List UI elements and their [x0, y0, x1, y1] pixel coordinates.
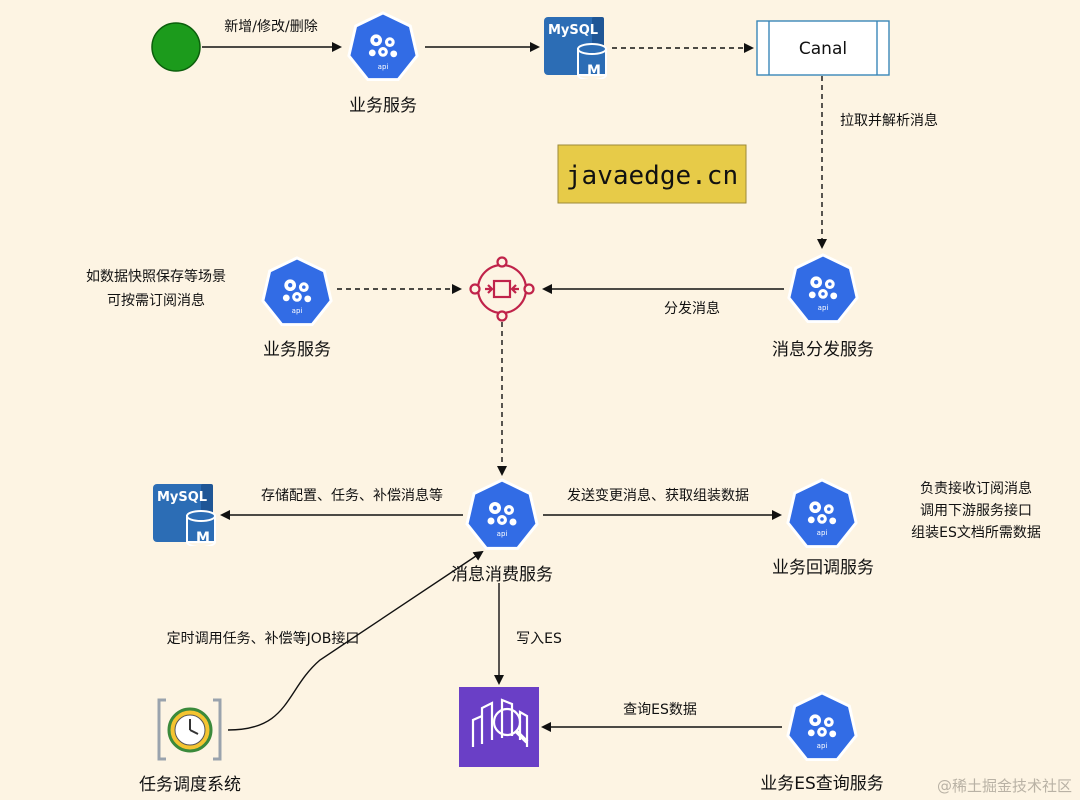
- kubernetes-api-icon: [465, 478, 539, 550]
- edge-label-pull-parse: 拉取并解析消息: [840, 112, 938, 129]
- api-label: api: [818, 304, 829, 312]
- mysql-top: MySQL M: [542, 17, 608, 79]
- callback-note-line-3: 组装ES文档所需数据: [911, 525, 1041, 541]
- canal-queue: Canal: [756, 20, 890, 76]
- brand-box: javaedge.cn: [557, 144, 747, 204]
- dispatch-service: api 消息分发服务: [772, 253, 874, 360]
- biz-service-top: api 业务服务: [347, 11, 419, 116]
- edge-scheduler-to-consume: [227, 550, 484, 731]
- biz-service-left-label: 业务服务: [263, 340, 331, 360]
- start-circle-icon: [151, 22, 201, 72]
- edge-label-dispatch: 分发消息: [664, 300, 720, 317]
- watermark: @稀土掘金技术社区: [937, 777, 1072, 795]
- api-label: api: [378, 63, 389, 71]
- canal-label: Canal: [799, 39, 847, 59]
- canal-queue-icon: [756, 20, 890, 76]
- scheduler-label: 任务调度系统: [139, 775, 241, 795]
- mysql-badge: M: [587, 63, 601, 79]
- dispatch-service-label: 消息分发服务: [772, 340, 874, 360]
- biz-service-top-label: 业务服务: [349, 96, 417, 116]
- edge-label-write-es: 写入ES: [516, 631, 562, 647]
- callback-note-line-1: 负责接收订阅消息: [920, 480, 1032, 497]
- callback-note-line-2: 调用下游服务接口: [920, 502, 1032, 519]
- edge-label-send-change: 发送变更消息、获取组装数据: [567, 487, 749, 504]
- api-label: api: [817, 742, 828, 750]
- mysql-left: MySQL M: [151, 484, 217, 546]
- callback-service-label: 业务回调服务: [772, 558, 874, 578]
- edge-label-subscribe-2: 可按需订阅消息: [107, 292, 205, 309]
- scheduler: 任务调度系统: [139, 698, 241, 795]
- es-query-service-label: 业务ES查询服务: [760, 774, 884, 794]
- callback-note: 负责接收订阅消息 调用下游服务接口 组装ES文档所需数据: [911, 480, 1041, 541]
- mysql-label: MySQL: [157, 490, 207, 505]
- elasticsearch: [459, 687, 539, 767]
- message-queue-hub: [469, 256, 535, 322]
- edge-label-store: 存储配置、任务、补偿消息等: [261, 487, 443, 504]
- es-query-service: api 业务ES查询服务: [760, 691, 884, 794]
- edge-label-crud: 新增/修改/删除: [224, 19, 317, 35]
- callback-service: api 业务回调服务: [772, 478, 874, 578]
- message-queue-hub-icon: [469, 256, 535, 322]
- scheduler-clock-icon: [157, 698, 222, 761]
- api-label: api: [292, 307, 303, 315]
- mysql-badge: M: [196, 530, 210, 546]
- edge-label-query-es: 查询ES数据: [623, 702, 697, 718]
- api-label: api: [497, 530, 508, 538]
- mysql-label: MySQL: [548, 23, 598, 38]
- biz-service-left: api 业务服务: [261, 256, 333, 360]
- consume-service: api 消息消费服务: [451, 478, 553, 585]
- consume-service-label: 消息消费服务: [451, 565, 553, 585]
- api-label: api: [817, 529, 828, 537]
- edge-label-subscribe-1: 如数据快照保存等场景: [86, 268, 226, 285]
- brand-text: javaedge.cn: [566, 161, 738, 191]
- edge-label-job: 定时调用任务、补偿等JOB接口: [167, 630, 360, 647]
